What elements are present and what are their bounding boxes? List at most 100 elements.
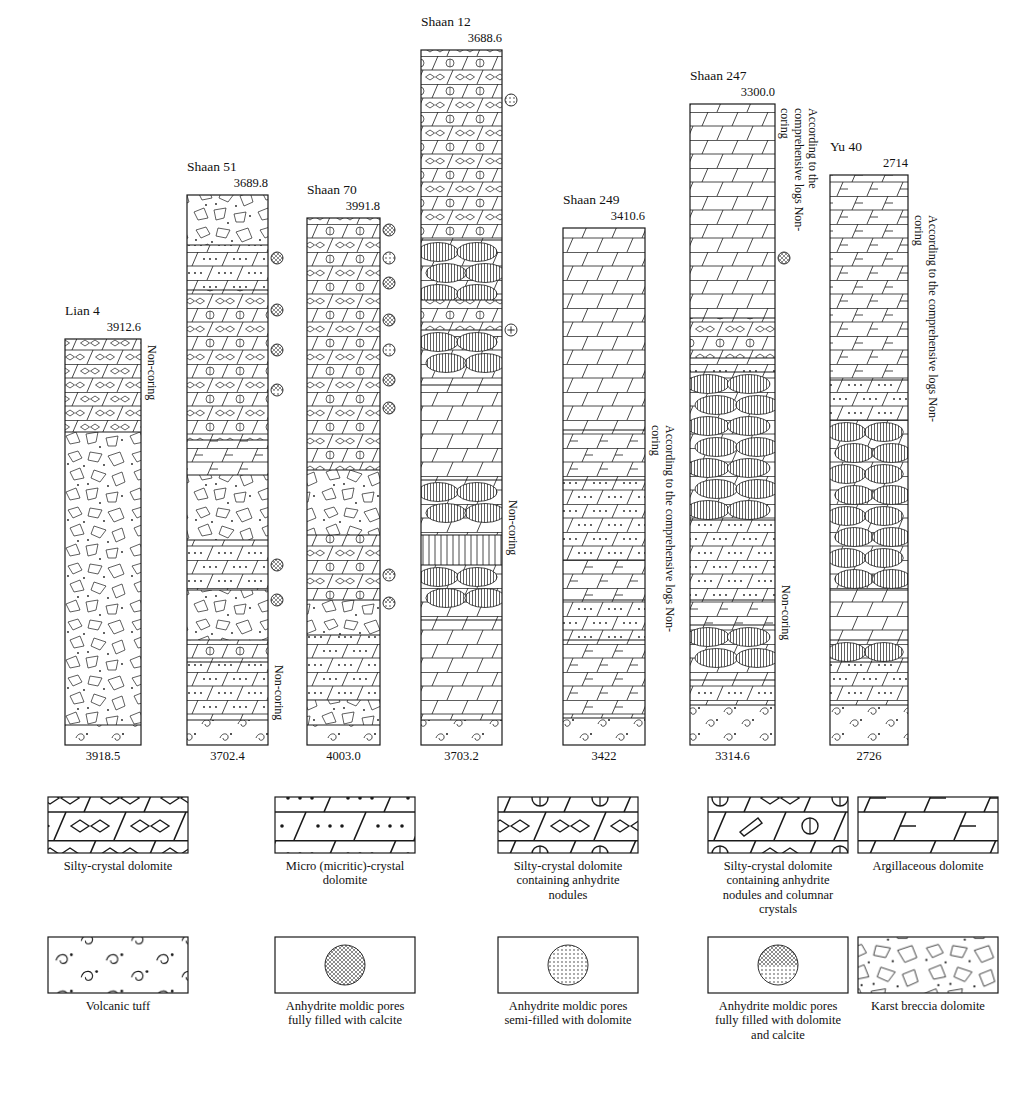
litho-ellipse	[421, 333, 458, 352]
bed-boundary	[421, 565, 502, 566]
litho-circle	[505, 94, 517, 106]
litho-rect	[421, 620, 502, 720]
litho-rect	[708, 937, 848, 993]
bed-boundary	[307, 700, 380, 701]
litho-ellipse	[457, 568, 498, 587]
litho-rect	[563, 718, 645, 745]
litho-ellipse	[830, 465, 866, 484]
litho-ellipse	[872, 570, 908, 589]
litho-rect	[48, 937, 188, 993]
litho-rect	[708, 937, 848, 993]
litho-circle	[271, 304, 283, 316]
litho-ellipse	[864, 643, 903, 662]
legend-item: Karst breccia dolomite	[856, 999, 1000, 1013]
litho-ellipse	[736, 480, 775, 499]
litho-ellipse	[465, 354, 502, 373]
litho-circle	[271, 594, 283, 606]
litho-rect	[563, 640, 645, 718]
bed-boundary	[187, 245, 268, 246]
litho-rect	[563, 600, 645, 640]
litho-ellipse	[864, 549, 903, 568]
litho-rect	[187, 640, 268, 662]
pore-symbol	[325, 945, 365, 985]
litho-ellipse	[690, 375, 729, 394]
litho-ellipse	[421, 568, 458, 587]
legend-label: Argillaceous dolomite	[856, 859, 1000, 873]
bed-boundary	[830, 380, 908, 381]
pore-symbol	[271, 304, 283, 316]
well-column: Shaan 123688.63703.2Non-coring	[421, 14, 557, 769]
bed-boundary	[307, 470, 380, 471]
litho-ellipse	[830, 465, 866, 484]
litho-rect	[498, 797, 638, 853]
litho-circle	[383, 252, 395, 264]
litho-ellipse	[872, 444, 908, 463]
litho-rect	[690, 358, 775, 372]
litho-rect	[498, 937, 638, 993]
litho-circle	[325, 945, 365, 985]
litho-rect	[563, 718, 645, 745]
litho-circle	[271, 559, 283, 571]
litho-rect	[708, 797, 848, 853]
litho-rect	[690, 318, 775, 358]
litho-rect	[858, 797, 998, 853]
litho-rect	[307, 470, 380, 535]
litho-ellipse	[457, 243, 498, 262]
bed-boundary	[563, 430, 645, 431]
litho-circle	[271, 384, 283, 396]
well-column: Shaan 703991.84003.0	[307, 182, 435, 769]
legend-swatch	[498, 937, 638, 993]
coring-note: Non-coring	[505, 500, 519, 555]
depth-label: 3702.4	[210, 749, 244, 763]
column-outline	[563, 228, 645, 745]
litho-ellipse	[736, 396, 775, 415]
litho-circle	[271, 559, 283, 571]
bed-boundary	[830, 640, 908, 641]
litho-rect	[830, 590, 908, 640]
depth-label: 4003.0	[326, 749, 360, 763]
litho-ellipse	[690, 417, 729, 436]
litho-rect	[187, 720, 268, 745]
bed-boundary	[421, 330, 502, 331]
litho-rect	[187, 662, 268, 720]
litho-circle	[383, 314, 395, 326]
pore-symbol	[383, 402, 395, 414]
litho-rect	[307, 725, 380, 745]
litho-path	[383, 569, 395, 575]
litho-ellipse	[690, 628, 729, 647]
legend-item: Anhydrite moldic pores semi-filled with …	[496, 999, 640, 1028]
litho-circle	[271, 252, 283, 264]
litho-ellipse	[421, 333, 458, 352]
bed-boundary	[307, 635, 380, 636]
litho-rect	[690, 104, 775, 318]
litho-ellipse	[695, 480, 738, 499]
litho-circle	[505, 94, 517, 106]
depth-label: 2714	[883, 156, 908, 170]
litho-rect	[187, 540, 268, 590]
litho-ellipse	[695, 438, 738, 457]
litho-path	[383, 597, 395, 603]
litho-ellipse	[695, 649, 738, 668]
litho-ellipse	[835, 486, 874, 505]
bed-boundary	[421, 385, 502, 386]
litho-ellipse	[727, 417, 770, 436]
litho-rect	[498, 937, 638, 993]
litho-ellipse	[465, 354, 502, 373]
litho-rect	[563, 640, 645, 718]
bed-boundary	[421, 535, 502, 536]
litho-ellipse	[457, 483, 498, 502]
litho-rect	[275, 937, 415, 993]
bed-boundary	[187, 440, 268, 441]
litho-rect	[187, 590, 268, 640]
litho-rect	[275, 797, 415, 853]
depth-label: 3689.8	[234, 176, 268, 190]
legend-label: Volcanic tuff	[46, 999, 190, 1013]
litho-rect	[421, 535, 502, 565]
bed-boundary	[563, 560, 645, 561]
legend-swatch	[858, 937, 998, 993]
litho-rect	[421, 620, 502, 720]
litho-ellipse	[695, 396, 738, 415]
litho-rect	[421, 535, 502, 565]
litho-rect	[830, 705, 908, 745]
